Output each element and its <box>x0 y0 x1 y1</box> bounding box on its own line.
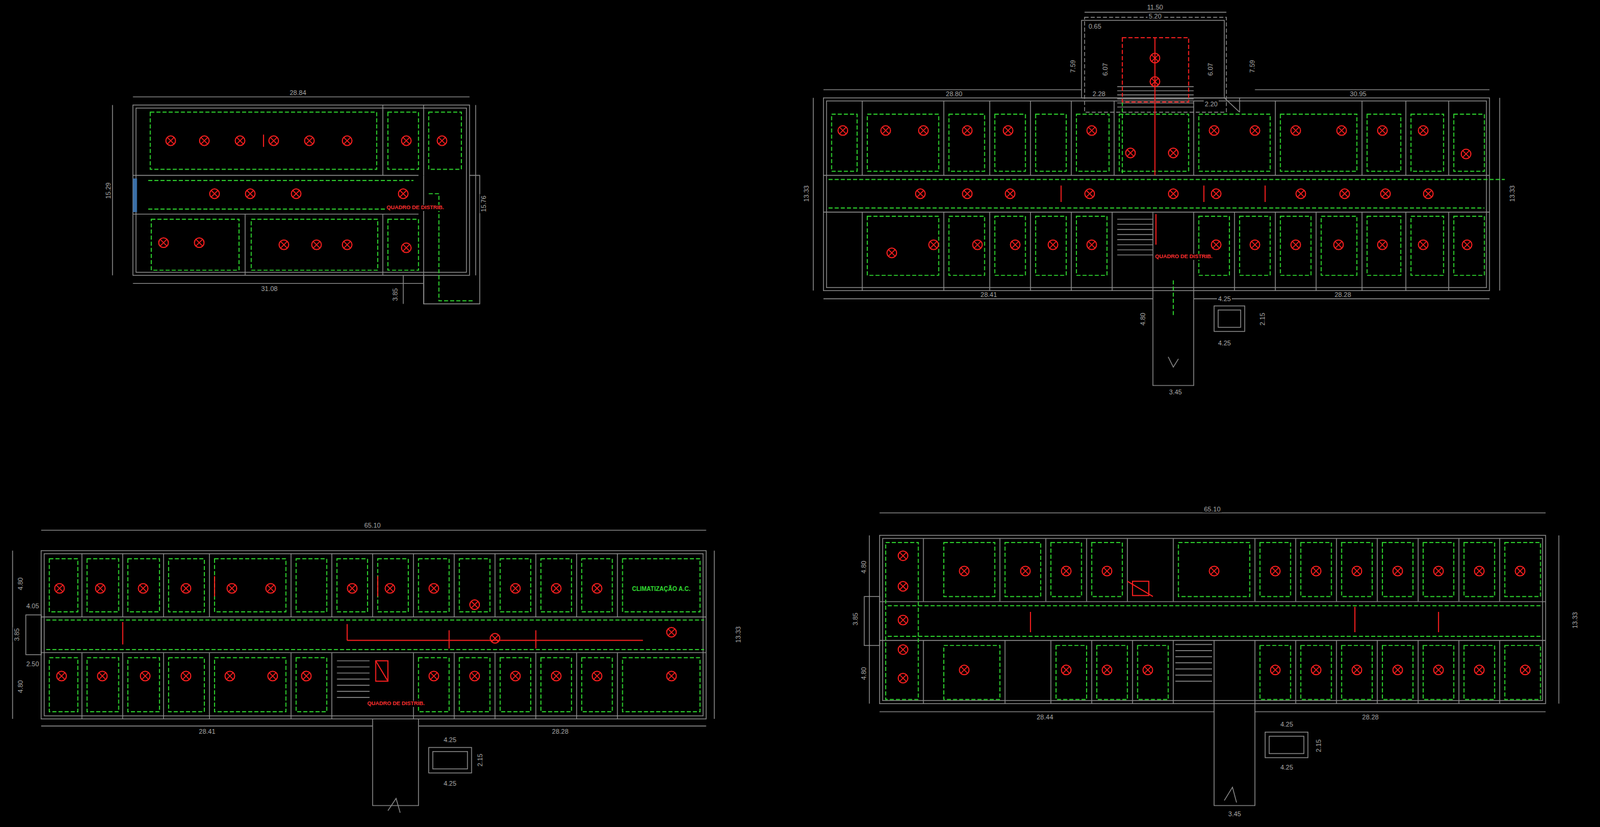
dimension-label: 28.28 <box>551 727 571 736</box>
dimension-label: 4.80 <box>1139 311 1147 327</box>
dimension-label: 15.29 <box>104 181 112 201</box>
dimension-label: 3.85 <box>391 287 399 303</box>
panel-label: CLIMATIZAÇÃO A.C. <box>630 585 692 593</box>
dimension-label: 2.28 <box>1091 90 1107 98</box>
panel-label: QUADRO DE DISTRIB. <box>365 701 426 708</box>
dimension-label: 6.07 <box>1101 61 1109 77</box>
dimension-label: 7.59 <box>1068 58 1076 74</box>
dimension-label: 2.15 <box>475 752 483 768</box>
dimension-label: 4.25 <box>1279 720 1294 728</box>
dimension-label: 4.80 <box>16 576 24 592</box>
dimension-label: 28.80 <box>944 90 965 98</box>
dimension-label: 4.25 <box>442 736 458 744</box>
dimension-label: 28.28 <box>1333 291 1353 299</box>
dimension-label: 6.07 <box>1206 61 1214 77</box>
dimension-label: 13.33 <box>733 625 742 645</box>
dimension-label: 13.33 <box>802 184 810 204</box>
dimension-label: 28.41 <box>197 727 217 736</box>
dimension-label: 30.95 <box>1348 90 1369 98</box>
dimension-label: 3.45 <box>1227 810 1242 818</box>
dimension-label: 3.85 <box>851 612 859 627</box>
dimension-label: 2.20 <box>1203 100 1219 108</box>
panel-label: QUADRO DE DISTRIB. <box>385 205 446 211</box>
dimension-label: 31.08 <box>259 285 280 293</box>
dimension-label: 4.80 <box>16 678 24 694</box>
dimension-label: 13.33 <box>1570 610 1578 630</box>
dimension-label: 7.59 <box>1248 58 1256 74</box>
dimension-label: 4.25 <box>442 779 458 788</box>
dimension-label: 28.41 <box>979 291 999 299</box>
dimension-label: 0.65 <box>1087 22 1103 30</box>
dimension-label: 3.85 <box>12 626 20 642</box>
dimension-label: 65.10 <box>362 521 382 529</box>
dimension-label: 28.84 <box>288 89 308 97</box>
dimension-label: 4.25 <box>1216 295 1232 303</box>
dimension-label: 13.33 <box>1508 184 1516 204</box>
dimension-label: 2.15 <box>1314 738 1323 754</box>
dimension-label: 28.44 <box>1035 713 1055 721</box>
dimension-label: 28.28 <box>1360 713 1381 721</box>
dimension-label: 15.76 <box>479 194 488 214</box>
dimension-label: 4.80 <box>859 665 867 681</box>
dimension-label: 2.50 <box>25 660 41 668</box>
dimension-label: 65.10 <box>1202 505 1222 513</box>
dimension-label: 4.25 <box>1216 339 1232 347</box>
dimension-label: 2.15 <box>1258 311 1266 327</box>
panel-label: QUADRO DE DISTRIB. <box>1153 254 1214 260</box>
dimension-label: 4.80 <box>859 560 867 575</box>
dimension-label: 4.05 <box>25 602 41 610</box>
dimension-label: 3.45 <box>1167 388 1183 396</box>
dimension-label: 5.20 <box>1147 12 1163 20</box>
dimension-label: 11.50 <box>1145 3 1165 11</box>
dimension-label: 4.25 <box>1279 763 1294 772</box>
